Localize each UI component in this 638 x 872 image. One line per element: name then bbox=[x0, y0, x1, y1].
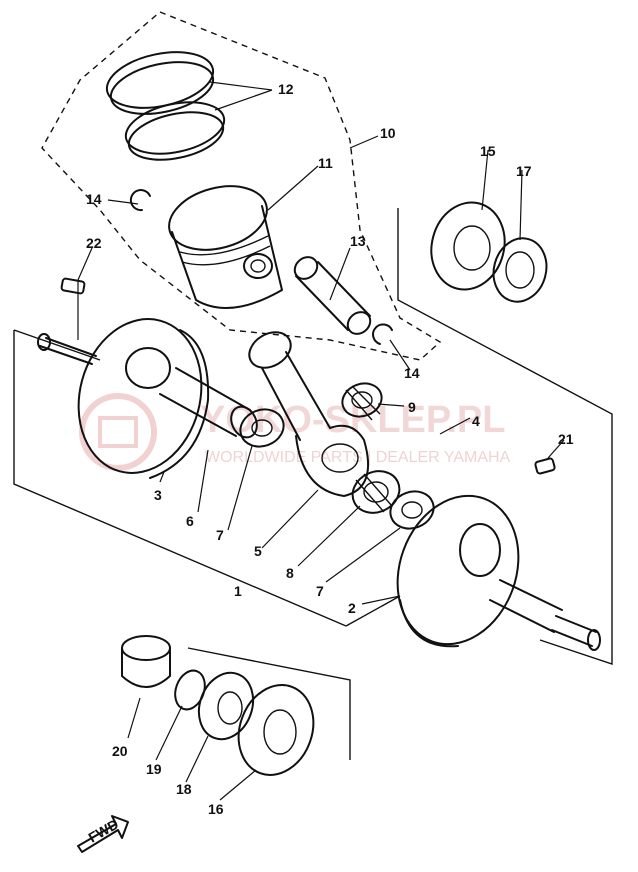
part-label-13: 13 bbox=[350, 233, 366, 249]
part-label-19: 19 bbox=[146, 761, 162, 777]
piston-rings bbox=[105, 51, 226, 161]
crank-wheel-bracket bbox=[397, 208, 613, 665]
crank-assembly-bracket bbox=[13, 329, 401, 627]
woodruff-key-left bbox=[60, 277, 86, 295]
fwd-label: FWD bbox=[86, 816, 122, 846]
part-label-14a: 14 bbox=[86, 191, 102, 207]
watermark-title: YOKO-SKLEP.PL bbox=[200, 399, 505, 441]
part-label-7b: 7 bbox=[316, 583, 324, 599]
part-label-3: 3 bbox=[154, 487, 162, 503]
watermark-logo-icon bbox=[79, 393, 157, 471]
part-label-16: 16 bbox=[208, 801, 224, 817]
part-label-8: 8 bbox=[286, 565, 294, 581]
piston-pin bbox=[293, 256, 372, 335]
part-labels: 1 2 3 4 5 6 7 7 8 9 10 11 12 13 14 14 15… bbox=[86, 81, 574, 817]
part-label-6: 6 bbox=[186, 513, 194, 529]
piston-pin-clip-top bbox=[129, 189, 151, 212]
crank-pin bbox=[159, 367, 258, 439]
oil-seal-right bbox=[492, 237, 548, 303]
part-label-10: 10 bbox=[380, 125, 396, 141]
spacer-collar bbox=[121, 635, 171, 688]
crank-wheel-left bbox=[37, 318, 210, 479]
crank-bearing-left bbox=[237, 684, 315, 776]
part-label-21: 21 bbox=[558, 431, 574, 447]
piston-pin-clip-bottom bbox=[372, 323, 393, 345]
part-label-17: 17 bbox=[516, 163, 532, 179]
lower-bearings-bracket bbox=[187, 647, 351, 760]
part-label-22: 22 bbox=[86, 235, 102, 251]
big-end-bearing bbox=[351, 470, 401, 514]
small-end-bearing bbox=[341, 382, 383, 421]
watermark: YOKO-SKLEP.PL WORLDWIDE PARTS | DEALER Y… bbox=[79, 393, 511, 471]
part-label-5: 5 bbox=[254, 543, 262, 559]
fwd-arrow-icon: FWD bbox=[77, 815, 129, 853]
callout-leaders bbox=[77, 81, 565, 801]
crank-bearing-right bbox=[430, 201, 506, 291]
thrust-washer-right bbox=[389, 490, 435, 530]
part-label-15: 15 bbox=[480, 143, 496, 159]
piston-group-outline bbox=[41, 11, 442, 361]
part-label-9: 9 bbox=[408, 399, 416, 415]
part-label-1: 1 bbox=[234, 583, 242, 599]
part-label-12: 12 bbox=[278, 81, 294, 97]
part-label-11: 11 bbox=[318, 155, 333, 171]
part-label-20: 20 bbox=[112, 743, 128, 759]
part-label-4: 4 bbox=[472, 413, 480, 429]
part-label-7a: 7 bbox=[216, 527, 224, 543]
woodruff-key-right bbox=[534, 457, 556, 475]
crank-wheel-right bbox=[396, 494, 601, 651]
part-label-18: 18 bbox=[176, 781, 192, 797]
part-label-14b: 14 bbox=[404, 365, 420, 381]
part-label-2: 2 bbox=[348, 600, 356, 616]
crank-bearing-small bbox=[197, 671, 255, 741]
piston bbox=[168, 185, 283, 309]
connecting-rod bbox=[248, 331, 369, 497]
